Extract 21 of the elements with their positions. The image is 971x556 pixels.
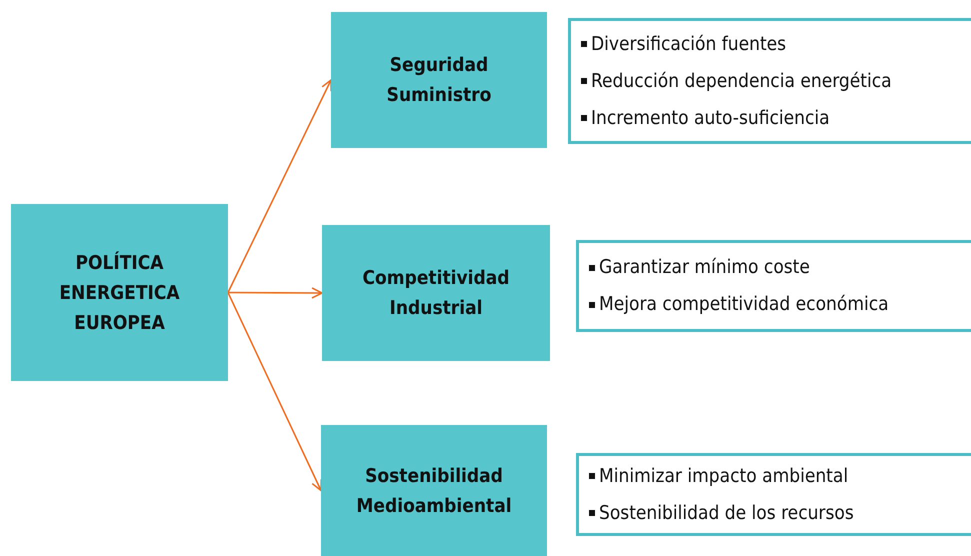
bullet-item: Incremento auto-suficiencia: [581, 100, 971, 136]
arrow: [227, 292, 322, 492]
topic-box: [321, 425, 547, 556]
topic-box: [322, 225, 550, 361]
bullet-item: Sostenibilidad de los recursos: [589, 494, 971, 532]
bullet-list-box: [568, 18, 971, 144]
bullet-list-box: [576, 240, 971, 332]
bullet-item: Reducción dependencia energética: [581, 62, 971, 100]
topic-label: Sostenibilidad Medioambiental: [355, 464, 513, 518]
topic-box: [11, 204, 228, 381]
bullet-list-box: [576, 453, 971, 536]
topic-box: [331, 12, 547, 148]
topic-label: POLÍTICA ENERGETICA EUROPEA: [58, 250, 181, 336]
topic-label: Seguridad Suministro: [386, 53, 492, 108]
arrow: [228, 287, 323, 299]
bullet-item: Minimizar impacto ambiental: [589, 458, 971, 494]
topic-label: Competitividad Industrial: [362, 266, 510, 321]
arrow: [227, 79, 332, 293]
bullet-item: Diversificación fuentes: [581, 26, 971, 62]
bullet-item: Garantizar mínimo coste: [589, 249, 971, 286]
bullet-item: Mejora competitividad económica: [589, 286, 971, 323]
